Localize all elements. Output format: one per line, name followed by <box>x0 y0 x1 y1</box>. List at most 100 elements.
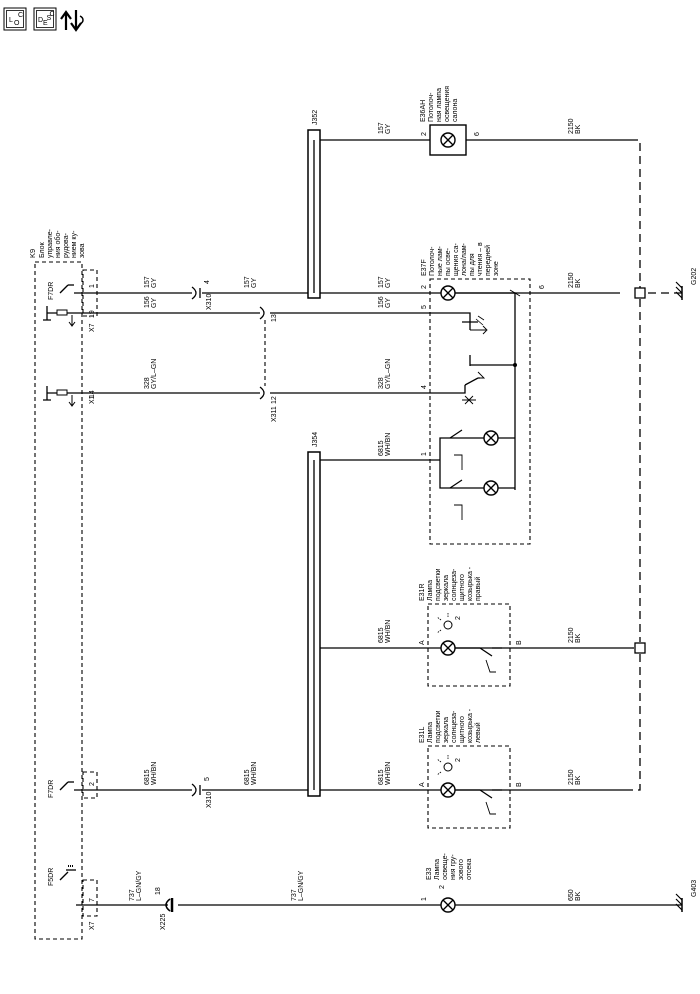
svg-text:14: 14 <box>89 390 96 398</box>
svg-text:12: 12 <box>271 396 278 404</box>
svg-text:X225: X225 <box>160 914 167 930</box>
svg-text:зова: зова <box>79 243 86 258</box>
svg-text:2150: 2150 <box>568 769 575 785</box>
svg-text:6815: 6815 <box>144 769 151 785</box>
svg-text:WH/BN: WH/BN <box>251 762 258 785</box>
svg-text:157: 157 <box>244 276 251 288</box>
up-down-arrows-icon[interactable] <box>60 10 84 32</box>
svg-text:BK: BK <box>575 891 582 901</box>
svg-text:E37F: E37F <box>421 259 428 276</box>
svg-text:737: 737 <box>129 889 136 901</box>
svg-text:650: 650 <box>568 889 575 901</box>
svg-text:GY: GY <box>151 278 158 288</box>
svg-text:S: S <box>47 15 52 22</box>
svg-text:2150: 2150 <box>568 118 575 134</box>
svg-text:B: B <box>516 782 523 787</box>
svg-text:E31L: E31L <box>419 727 426 743</box>
fuse-f5dr: F5DR <box>48 865 76 886</box>
svg-text:GY: GY <box>385 278 392 288</box>
lamp-icon <box>440 897 456 913</box>
svg-text:пы осве-: пы осве- <box>445 247 452 276</box>
svg-text:157: 157 <box>378 122 385 134</box>
svg-text:6: 6 <box>539 285 546 289</box>
svg-text:пы для: пы для <box>469 253 476 276</box>
ground-splice-bottom <box>634 642 646 654</box>
svg-text:F5DR: F5DR <box>48 868 55 886</box>
svg-text:X310: X310 <box>206 294 213 310</box>
svg-text:B: B <box>516 640 523 645</box>
connector-x310-a: X310 4 <box>191 280 213 310</box>
svg-text:2: 2 <box>421 132 428 136</box>
svg-text:правый: правый <box>474 577 482 601</box>
svg-text:козырька -: козырька - <box>467 708 474 743</box>
svg-text:ния гру-: ния гру- <box>450 854 457 880</box>
svg-text:зового: зового <box>458 859 465 880</box>
svg-text:737: 737 <box>291 889 298 901</box>
component-e31l: 2 E31L Лампа подсветки зеркала солнцеза-… <box>419 708 523 829</box>
connector-x310-b: X310 5 <box>191 777 213 808</box>
svg-text:Блок: Блок <box>39 241 46 258</box>
svg-text:чтения – в: чтения – в <box>477 242 484 276</box>
svg-text:WH/BN: WH/BN <box>385 433 392 456</box>
svg-text:1: 1 <box>421 897 428 901</box>
svg-text:Потолоч-: Потолоч- <box>429 246 436 276</box>
svg-text:2150: 2150 <box>568 272 575 288</box>
svg-text:13: 13 <box>271 314 278 322</box>
lamp-icon <box>440 132 456 148</box>
svg-text:F7DR: F7DR <box>48 780 55 798</box>
svg-text:2: 2 <box>455 616 462 620</box>
component-e33: E33 Лампа освеще- ния гру- зового отсека… <box>421 853 473 913</box>
connector-x311: 13 12 X311 <box>259 306 278 422</box>
svg-text:салона: салона <box>452 99 459 122</box>
ground-splice-top <box>634 287 646 299</box>
svg-text:157: 157 <box>144 276 151 288</box>
ground-g202: G202 <box>675 268 698 300</box>
svg-text:328: 328 <box>378 377 385 389</box>
svg-text:328: 328 <box>144 377 151 389</box>
module-k9-name: Блок управле- ния обо- рудова- нием ку- … <box>39 228 86 258</box>
ground-g403: G403 <box>675 880 698 912</box>
svg-text:GY: GY <box>385 298 392 308</box>
svg-text:управле-: управле- <box>47 228 54 258</box>
svg-text:подсветки: подсветки <box>435 710 442 743</box>
svg-text:щитного: щитного <box>459 574 466 601</box>
svg-text:GY: GY <box>385 124 392 134</box>
lamp-icon <box>440 640 456 656</box>
svg-text:C: C <box>50 11 55 18</box>
svg-text:2150: 2150 <box>568 627 575 643</box>
svg-text:1: 1 <box>421 452 428 456</box>
splice-j352: J352 <box>307 110 321 299</box>
svg-text:солнцеза-: солнцеза- <box>451 568 458 601</box>
svg-text:WH/BN: WH/BN <box>385 620 392 643</box>
connector-x225: X225 18 <box>155 887 174 930</box>
svg-text:6: 6 <box>474 132 481 136</box>
input-circuit-14 <box>43 386 82 407</box>
svg-text:E31R: E31R <box>419 583 426 601</box>
svg-text:E: E <box>43 20 48 27</box>
svg-text:J354: J354 <box>312 432 319 447</box>
svg-text:левый: левый <box>474 722 482 743</box>
svg-text:BK: BK <box>575 775 582 785</box>
svg-text:Лампа: Лампа <box>427 722 434 743</box>
svg-text:ния обо-: ния обо- <box>54 230 62 258</box>
svg-text:18: 18 <box>155 887 162 895</box>
svg-text:зоне: зоне <box>493 261 500 276</box>
desc-icon[interactable]: D E S C <box>33 7 57 31</box>
svg-text:Лампа: Лампа <box>427 580 434 601</box>
svg-text:WH/BN: WH/BN <box>385 762 392 785</box>
svg-text:G202: G202 <box>691 268 698 285</box>
svg-text:освеще-: освеще- <box>442 853 449 881</box>
svg-text:зеркала: зеркала <box>443 575 450 601</box>
svg-text:6815: 6815 <box>378 769 385 785</box>
svg-text:GY/L–GN: GY/L–GN <box>151 359 158 389</box>
svg-text:Лампа: Лампа <box>434 859 441 880</box>
fuse-f7dr-bottom: F7DR <box>48 780 74 798</box>
module-k9: K9 Блок управле- ния обо- рудова- нием к… <box>28 228 98 940</box>
svg-text:L: L <box>9 17 13 24</box>
connector-x1: X1 <box>89 395 96 404</box>
svg-text:рудова-: рудова- <box>63 232 70 258</box>
loc-icon[interactable]: L O C <box>3 7 27 31</box>
svg-text:WH/BN: WH/BN <box>151 762 158 785</box>
